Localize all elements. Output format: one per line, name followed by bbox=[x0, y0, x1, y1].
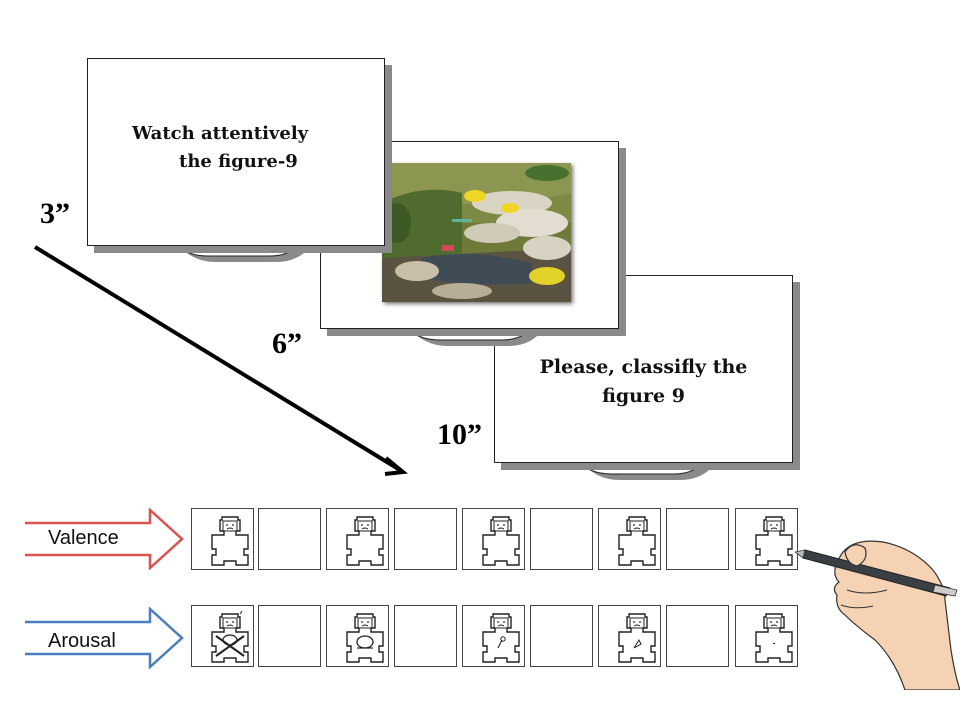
polluted-pond-photo bbox=[382, 163, 571, 302]
valence-rating-cell-6[interactable] bbox=[530, 508, 593, 570]
sam-manikin-icon bbox=[755, 613, 793, 663]
arousal-label: Arousal bbox=[48, 630, 116, 652]
valence-rating-cell-1[interactable] bbox=[191, 508, 254, 570]
sam-manikin-icon bbox=[618, 613, 656, 663]
sam-manikin-icon bbox=[755, 516, 793, 566]
valence-rating-cell-9[interactable] bbox=[735, 508, 798, 570]
valence-rating-cell-7[interactable] bbox=[598, 508, 661, 570]
arousal-rating-cell-1[interactable] bbox=[191, 605, 254, 667]
timing-label-stimulus: 6” bbox=[272, 327, 302, 360]
instruction-screen: Watch attentively the figure-9 bbox=[87, 58, 385, 246]
rating-prompt-line-2: figure 9 bbox=[602, 385, 685, 407]
arousal-arrow-icon bbox=[25, 607, 184, 669]
valence-rating-cell-8[interactable] bbox=[666, 508, 729, 570]
arousal-rating-cell-5[interactable] bbox=[462, 605, 525, 667]
valence-rating-cell-5[interactable] bbox=[462, 508, 525, 570]
arousal-rating-cell-6[interactable] bbox=[530, 605, 593, 667]
stimulus-screen bbox=[320, 141, 619, 329]
arousal-rating-cell-7[interactable] bbox=[598, 605, 661, 667]
sam-manikin-icon bbox=[211, 610, 249, 663]
valence-rating-cell-4[interactable] bbox=[394, 508, 457, 570]
timing-label-rating: 10” bbox=[437, 418, 482, 451]
arousal-rating-cell-2[interactable] bbox=[258, 605, 321, 667]
rating-prompt-line-1: Please, classifly the bbox=[539, 356, 748, 378]
sam-manikin-icon bbox=[346, 613, 384, 663]
hand-with-pen-icon bbox=[795, 540, 960, 690]
valence-label: Valence bbox=[48, 527, 119, 549]
timing-label-instruction: 3” bbox=[40, 197, 70, 230]
instruction-line-1: Watch attentively bbox=[132, 123, 309, 144]
sam-manikin-icon bbox=[482, 516, 520, 566]
sam-manikin-icon bbox=[482, 613, 520, 663]
arousal-rating-cell-3[interactable] bbox=[326, 605, 389, 667]
arousal-rating-cell-8[interactable] bbox=[666, 605, 729, 667]
valence-rating-cell-2[interactable] bbox=[258, 508, 321, 570]
sam-manikin-icon bbox=[211, 516, 249, 566]
arousal-rating-cell-4[interactable] bbox=[394, 605, 457, 667]
arousal-rating-cell-9[interactable] bbox=[735, 605, 798, 667]
valence-arrow-icon bbox=[25, 508, 184, 570]
sam-manikin-icon bbox=[346, 516, 384, 566]
valence-rating-cell-3[interactable] bbox=[326, 508, 389, 570]
sam-manikin-icon bbox=[618, 516, 656, 566]
instruction-line-2: the figure-9 bbox=[179, 151, 298, 172]
